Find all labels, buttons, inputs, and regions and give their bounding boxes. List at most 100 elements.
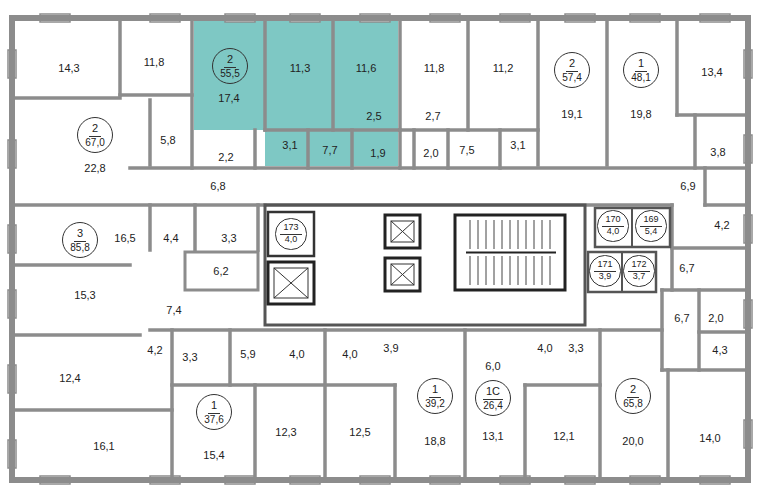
- room-area: 11,3: [290, 62, 311, 74]
- room-area: 3,8: [710, 146, 725, 158]
- apartment-area: 26,4: [483, 400, 502, 411]
- apartment-area: 4,0: [285, 235, 298, 245]
- stair-step: [502, 220, 503, 249]
- room-area: 6,2: [213, 265, 228, 277]
- wall: [400, 128, 538, 132]
- windows: [8, 14, 752, 484]
- storage-room: [268, 212, 314, 256]
- wall: [253, 385, 257, 480]
- apartment-area: 3,7: [633, 272, 646, 282]
- room-area: 14,0: [699, 432, 720, 444]
- wall: [12, 333, 140, 337]
- apartment-marker: 255,5: [212, 48, 248, 84]
- wall: [265, 128, 400, 132]
- apartment-area: 55,5: [220, 68, 239, 79]
- apartment-marker: 1695,4: [635, 210, 666, 241]
- apartment-number: 2: [566, 57, 578, 71]
- apartment-marker: 139,2: [417, 378, 453, 414]
- room-area: 3,1: [510, 139, 525, 151]
- room-area: 16,1: [93, 440, 114, 452]
- room-area: 5,8: [160, 134, 175, 146]
- room-area: 19,1: [561, 108, 582, 120]
- stair-step: [534, 256, 535, 285]
- wall: [605, 18, 609, 165]
- wall: [193, 205, 197, 250]
- stair-step: [502, 256, 503, 285]
- room-area: 4,0: [342, 348, 357, 360]
- wall: [677, 113, 748, 117]
- selected-apartment: [194, 21, 398, 166]
- room-area: 2,0: [708, 312, 723, 324]
- elevator-cabin: [391, 221, 414, 242]
- wall: [525, 383, 600, 387]
- stair-step: [526, 256, 527, 285]
- wall: [190, 18, 194, 168]
- room-area: 3,3: [221, 232, 236, 244]
- apartment-number: 171: [594, 260, 615, 272]
- wall: [598, 330, 602, 480]
- wall: [662, 288, 748, 292]
- storage-block: [588, 252, 656, 292]
- apartment-number: 2: [627, 383, 639, 397]
- apartment-marker: 265,8: [615, 378, 651, 414]
- room-area: 7,7: [322, 144, 337, 156]
- elevator-cross: [274, 268, 308, 298]
- apartment-marker: 385,8: [62, 222, 98, 258]
- room-area: 1,9: [370, 147, 385, 159]
- apartment-number: 169: [640, 215, 661, 227]
- room-area: 3,3: [568, 342, 583, 354]
- apartment-number: 173: [280, 223, 301, 235]
- wall: [150, 328, 662, 332]
- stair-step: [550, 256, 551, 285]
- room-area: 13,4: [701, 66, 722, 78]
- elevator-cross: [391, 264, 414, 285]
- apartment-area: 3,9: [599, 272, 612, 282]
- wall: [412, 130, 416, 168]
- apartment-marker: 257,4: [554, 52, 590, 88]
- stair-step: [494, 256, 495, 285]
- walls: [12, 18, 748, 480]
- room-area: 19,8: [630, 108, 651, 120]
- room-area: 22,8: [84, 162, 105, 174]
- room-area: 4,2: [714, 219, 729, 231]
- building-core: [265, 205, 585, 325]
- room-area: 5,9: [240, 348, 255, 360]
- apartment-area: 4,0: [607, 227, 620, 237]
- wall: [703, 168, 707, 205]
- apartment-number: 1: [208, 399, 220, 413]
- wall: [523, 385, 527, 480]
- stair-step: [510, 220, 511, 249]
- wall: [228, 330, 232, 385]
- storage-block: [595, 208, 670, 247]
- room-area: 11,6: [356, 62, 377, 74]
- room-area: 2,2: [218, 151, 233, 163]
- stairwell: [455, 215, 565, 290]
- apartment-number: 1: [429, 383, 441, 397]
- stair-rail: [466, 252, 556, 254]
- apartment-number: 1: [635, 57, 647, 71]
- room-area: 4,2: [147, 344, 162, 356]
- wall: [666, 370, 670, 480]
- room-area: 12,4: [59, 372, 80, 384]
- room-area: 15,4: [203, 449, 224, 461]
- apartment-marker: 1713,9: [589, 255, 620, 286]
- wall: [699, 330, 748, 334]
- apartment-number: 3: [74, 227, 86, 241]
- stair-step: [542, 220, 543, 249]
- room-area: 17,4: [218, 92, 239, 104]
- room-area: 4,0: [537, 342, 552, 354]
- room-area: 3,3: [182, 351, 197, 363]
- wall: [662, 368, 748, 372]
- elevator-shaft: [385, 215, 420, 248]
- apartment-marker: 137,6: [196, 394, 232, 430]
- stair-step: [542, 256, 543, 285]
- room-area: 14,3: [58, 62, 79, 74]
- wall: [148, 100, 152, 165]
- room-area: 4,3: [712, 344, 727, 356]
- room-area: 11,2: [493, 62, 514, 74]
- apartment-area: 39,2: [425, 398, 444, 409]
- elevator-shaft: [268, 262, 314, 304]
- apartment-marker: 1723,7: [623, 255, 654, 286]
- room-area: 20,0: [622, 435, 643, 447]
